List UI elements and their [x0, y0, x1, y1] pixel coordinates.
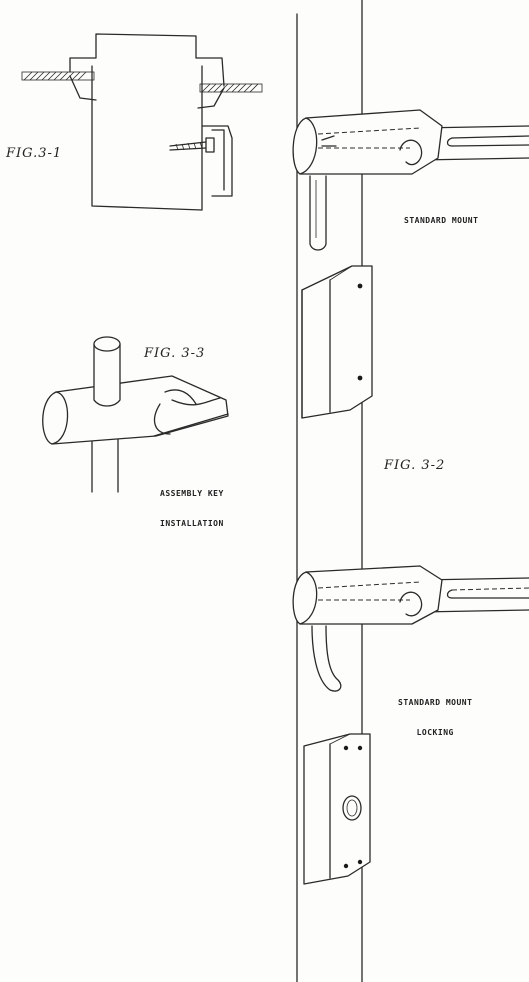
standard-mount-locking-drawing: [292, 565, 529, 885]
assembly-key-caption: ASSEMBLY KEY INSTALLATION: [160, 469, 224, 539]
standard-mount-locking-caption: STANDARD MOUNT LOCKING: [398, 678, 472, 748]
standard-mount-caption: STANDARD MOUNT: [404, 216, 479, 225]
assembly-key-caption-line2: INSTALLATION: [160, 519, 224, 528]
standard-mount-locking-caption-line2: LOCKING: [416, 728, 454, 737]
standard-mount-locking-caption-line1: STANDARD MOUNT: [398, 698, 473, 707]
fig-3-3-label: FIG. 3-3: [144, 346, 206, 361]
standard-mount-drawing: [292, 109, 529, 419]
fig-3-1-label: FIG.3-1: [6, 146, 63, 161]
fig-3-2-drawing: [292, 0, 529, 982]
fig-3-1-drawing: [21, 33, 263, 211]
fig-3-2-label: FIG. 3-2: [384, 458, 446, 473]
fig-3-3-drawing: [42, 336, 229, 493]
assembly-key-caption-line1: ASSEMBLY KEY: [160, 489, 224, 498]
